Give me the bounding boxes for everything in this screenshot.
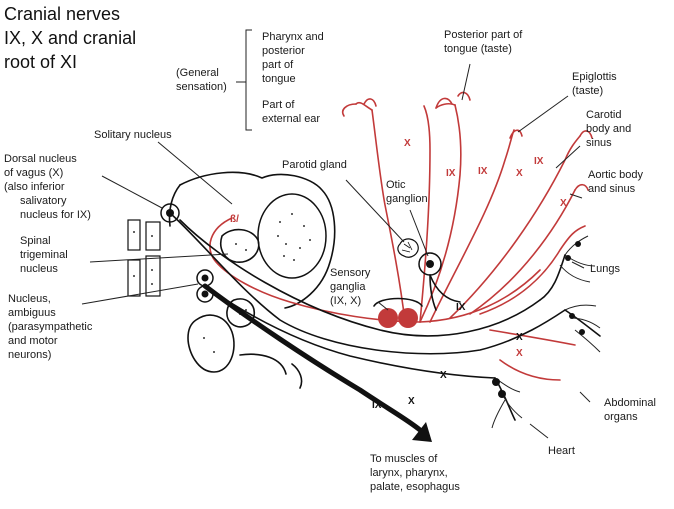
carotid-label: Carotid body and sinus	[586, 109, 634, 149]
sensory-ganglia	[373, 297, 423, 328]
parotid-gland	[397, 238, 419, 258]
pharynx-label: Pharynx and posterior part of tongue	[262, 31, 327, 85]
stippled-tract	[257, 193, 327, 279]
nerve-label-ix: IX	[534, 156, 544, 167]
muscles-arrow	[412, 422, 432, 442]
heart-label: Heart	[548, 445, 575, 457]
nerve-label-ix: IX	[478, 166, 488, 177]
muscles-label: To muscles of larynx, pharynx, palate, e…	[370, 453, 460, 493]
external-ear-label: Part of external ear	[262, 99, 320, 125]
leader-lines	[81, 29, 591, 439]
epiglottis-label: Epiglottis (taste)	[572, 71, 620, 97]
abdominal-label: Abdominal organs	[604, 397, 659, 423]
nerve-label-x: X	[560, 198, 567, 209]
sensory-ganglia-label: Sensory ganglia (IX, X)	[330, 267, 373, 307]
solitary-nucleus-marker: ß/	[230, 214, 239, 225]
lungs-label: Lungs	[590, 263, 620, 275]
nerve-label-x: X	[516, 332, 523, 343]
diagram-title: Cranial nerves IX, X and cranial root of…	[4, 4, 136, 72]
title-line-3: root of XI	[4, 52, 77, 72]
anatomy-labels: (General sensation) Pharynx and posterio…	[4, 29, 659, 493]
dorsal-nucleus-label: Dorsal nucleus of vagus (X) (also inferi…	[4, 153, 91, 221]
nerve-label-x: X	[516, 168, 523, 179]
general-sensation-label: (General sensation)	[176, 67, 227, 93]
ambiguus-label: Nucleus, ambiguus (parasympathetic and m…	[8, 293, 95, 361]
posterior-tongue-label: Posterior part of tongue (taste)	[444, 29, 525, 55]
spinal-trigeminal-label: Spinal trigeminal nucleus	[20, 235, 71, 275]
parotid-gland-label: Parotid gland	[282, 159, 347, 171]
nerve-label-ix: IX	[456, 302, 466, 313]
otic-ganglion-label: Otic ganglion	[386, 179, 428, 205]
solitary-nucleus-label: Solitary nucleus	[94, 129, 172, 141]
motor-pathways	[169, 212, 601, 442]
nerve-label-x: X	[440, 370, 447, 381]
title-line-1: Cranial nerves	[4, 4, 120, 24]
nerve-label-x: X	[516, 348, 523, 359]
nerve-label-x: X	[404, 138, 411, 149]
svg-text:ß/: ß/	[230, 214, 239, 225]
aortic-label: Aortic body and sinus	[588, 169, 646, 195]
nerve-labels: X IX IX X IX X IX X X X IX X	[372, 138, 567, 411]
sensory-pathways	[209, 91, 593, 381]
nerve-label-ix: IX	[446, 168, 456, 179]
nerve-label-ix: IX	[372, 400, 382, 411]
title-line-2: IX, X and cranial	[4, 28, 136, 48]
nerve-label-x: X	[408, 396, 415, 407]
brainstem-section	[127, 171, 336, 389]
